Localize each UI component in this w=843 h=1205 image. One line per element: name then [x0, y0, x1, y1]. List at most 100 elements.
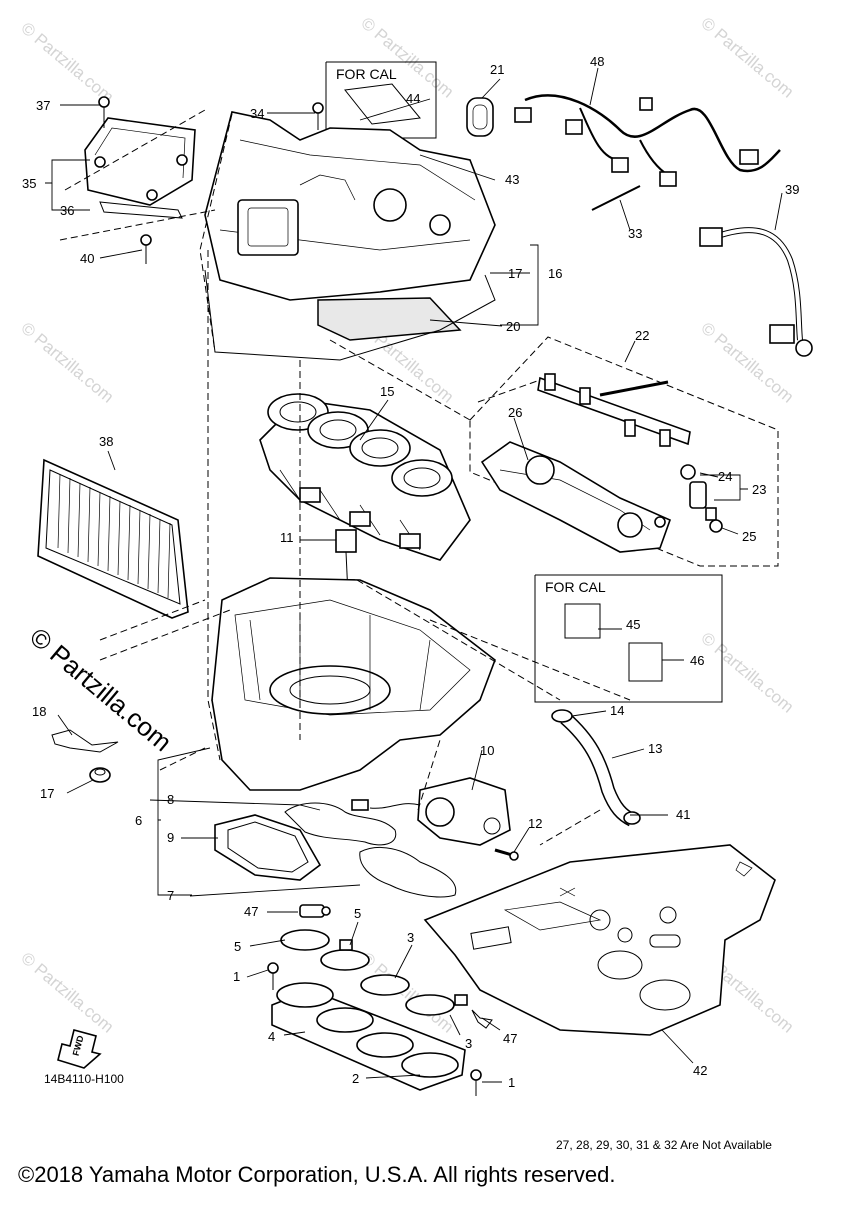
breather-hose — [551, 709, 641, 827]
callout-22: 22 — [635, 328, 649, 343]
maintenance-cover — [84, 117, 196, 219]
fuel-rail — [537, 373, 691, 447]
clamp-5 — [280, 929, 370, 971]
injector-cover — [480, 441, 672, 553]
callout-42: 42 — [693, 1063, 707, 1078]
callout-18: 16 — [548, 266, 562, 281]
callout-24: 24 — [718, 469, 732, 484]
callout-12: 12 — [528, 816, 542, 831]
not-available-note: 27, 28, 29, 30, 31 & 32 Are Not Availabl… — [556, 1138, 772, 1152]
callout-21: 21 — [490, 62, 504, 77]
for-cal-title: FOR CAL — [336, 66, 397, 82]
callout-45: 45 — [626, 617, 640, 632]
callout-35: 35 — [22, 176, 36, 191]
callout-8: 8 — [167, 792, 174, 807]
callout-44: 44 — [406, 91, 420, 106]
callout-1: 1 — [233, 969, 240, 984]
duct-gasket — [204, 269, 496, 361]
watermark-tile: © Partzilla.com — [697, 629, 797, 717]
fuel-rail-group — [469, 336, 779, 567]
wire-harness — [514, 94, 781, 187]
clip-17 — [51, 729, 119, 753]
fwd-arrow: FWD — [57, 1029, 102, 1069]
callout-16: 17 — [40, 786, 54, 801]
callout-46: 46 — [690, 653, 704, 668]
callout-33: 33 — [628, 226, 642, 241]
screw-34 — [312, 102, 324, 130]
for-cal-box-top: FOR CAL — [325, 61, 437, 139]
callout-3: 3 — [407, 930, 414, 945]
callout-13: 13 — [648, 741, 662, 756]
gasket-8 — [284, 802, 397, 846]
callout-47: 47 — [244, 904, 258, 919]
callout-6: 6 — [135, 813, 142, 828]
callout-43: 43 — [505, 172, 519, 187]
callout-5: 5 — [234, 939, 241, 954]
callout-39: 39 — [785, 182, 799, 197]
callout-20: 20 — [506, 319, 520, 334]
callout-37: 37 — [36, 98, 50, 113]
callout-47: 47 — [503, 1031, 517, 1046]
callout-40: 40 — [80, 251, 94, 266]
watermark-main: © Partzilla.com — [24, 622, 177, 758]
callout-4: 4 — [268, 1029, 275, 1044]
watermark-tile: © Partzilla.com — [17, 319, 117, 407]
callout-2: 2 — [352, 1071, 359, 1086]
watermark-tile: © Partzilla.com — [17, 19, 117, 107]
callout-10: 10 — [480, 743, 494, 758]
bolt-12 — [494, 848, 519, 861]
callout-48: 48 — [590, 54, 604, 69]
air-box-cover — [204, 111, 496, 301]
leader-lines — [45, 67, 783, 1083]
callout-26: 26 — [508, 405, 522, 420]
callout-7: 7 — [167, 888, 174, 903]
copyright-notice: ©2018 Yamaha Motor Corporation, U.S.A. A… — [18, 1162, 616, 1187]
bolt-1 — [470, 1069, 482, 1096]
callout-38: 38 — [99, 434, 113, 449]
cable-tie — [591, 185, 641, 211]
callout-14: 14 — [610, 703, 624, 718]
callout-23: 23 — [752, 482, 766, 497]
watermark-tile: © Partzilla.com — [697, 14, 797, 102]
assembly-lines — [59, 109, 631, 846]
for-cal-title: FOR CAL — [545, 579, 606, 595]
callout-41: 41 — [676, 807, 690, 822]
seal-sheet — [317, 297, 462, 341]
clamp-3 — [360, 974, 468, 1016]
throttle-bodies — [259, 393, 471, 561]
grommet-16 — [89, 767, 111, 783]
callout-3: 3 — [465, 1036, 472, 1051]
bolt-1 — [267, 962, 279, 990]
air-filter — [37, 458, 189, 619]
intake-joint-4 — [271, 982, 466, 1091]
screw-37 — [98, 96, 110, 128]
callout-5: 5 — [354, 906, 361, 921]
fuel-hose — [699, 227, 813, 357]
callout-34: 34 — [250, 106, 264, 121]
gasket-9 — [214, 814, 322, 881]
callout-15: 15 — [380, 384, 394, 399]
air-box-case — [211, 577, 496, 791]
callout-19: 17 — [508, 266, 522, 281]
clip-47 — [471, 1009, 493, 1029]
callout-11: 11 — [280, 530, 294, 545]
callout-36: 36 — [60, 203, 74, 218]
for-cal-box-right: FOR CAL — [534, 574, 723, 703]
callout-17: 18 — [32, 704, 46, 719]
connector-47 — [299, 904, 331, 918]
solenoid-10 — [351, 777, 511, 846]
watermark-tile: © Partzilla.com — [17, 949, 117, 1037]
grommet-21 — [466, 97, 494, 137]
heat-shield — [423, 844, 776, 1036]
fuel-injector — [680, 464, 723, 533]
watermark-tile: © Partzilla.com — [357, 14, 457, 102]
screw-40 — [140, 234, 152, 264]
gasket-7 — [359, 846, 457, 898]
callout-1: 1 — [508, 1075, 515, 1090]
figure-number: 14B4110-H100 — [44, 1072, 124, 1086]
callouts: 37 34 35 36 40 44 21 48 43 33 39 17 16 2… — [22, 54, 799, 1090]
callout-25: 25 — [742, 529, 756, 544]
callout-9: 9 — [167, 830, 174, 845]
